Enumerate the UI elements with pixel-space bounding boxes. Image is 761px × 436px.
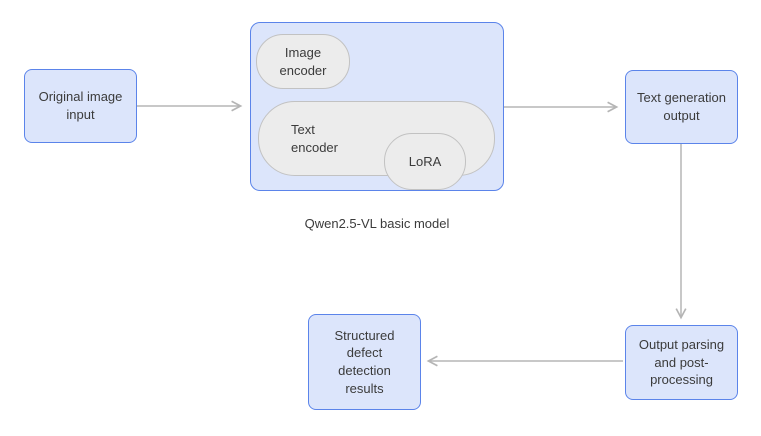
node-label: Output parsing and post-processing [638,337,725,388]
model-caption: Qwen2.5-VL basic model [304,216,450,231]
node-label: Original image input [38,89,123,122]
node-label: Text encoder [291,121,338,155]
node-output-parsing: Output parsing and post-processing [625,325,738,400]
node-text-generation-output: Text generation output [625,70,738,144]
node-label: LoRA [408,153,442,169]
node-original-image-input: Original image input [24,69,137,143]
node-structured-results: Structured defect detection results [308,314,421,410]
node-text-encoder: Text encoder LoRA [258,101,495,190]
node-label: Image encoder [279,44,327,78]
node-lora: LoRA [384,133,466,190]
node-label: Text generation output [637,90,726,123]
node-qwen-model-container: Image encoder Text encoder LoRA [250,22,504,191]
node-label: Structured defect detection results [334,327,395,396]
node-image-encoder: Image encoder [256,34,350,89]
